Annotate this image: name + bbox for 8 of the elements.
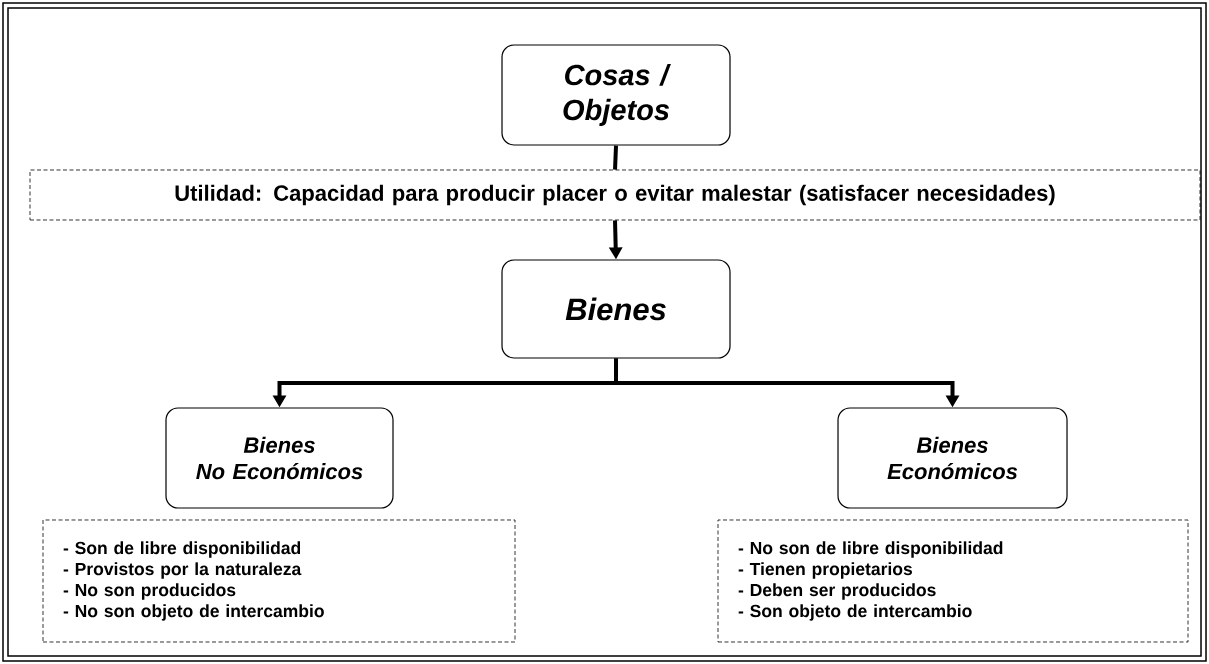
- category-box: Bienes: [501, 259, 731, 359]
- category-box: Bienes Económicos: [837, 407, 1068, 509]
- feature-list-box: - Son de libre disponibilidad - Provistos por la naturaleza - No son producidos - No son objeto de intercambio: [42, 519, 516, 643]
- definition-box: Utilidad: Capacidad para producir placer o evitar malestar (satisfacer necesidades): [29, 169, 1201, 221]
- name-box: Cosas / Objetos: [501, 44, 731, 146]
- feature-list-box: - No son de libre disponibilidad - Tienen propietarios - Deben ser producidos - Son objeto de intercambio: [717, 519, 1189, 643]
- category-box: Bienes No Económicos: [165, 407, 394, 509]
- connector-line: [613, 145, 618, 170]
